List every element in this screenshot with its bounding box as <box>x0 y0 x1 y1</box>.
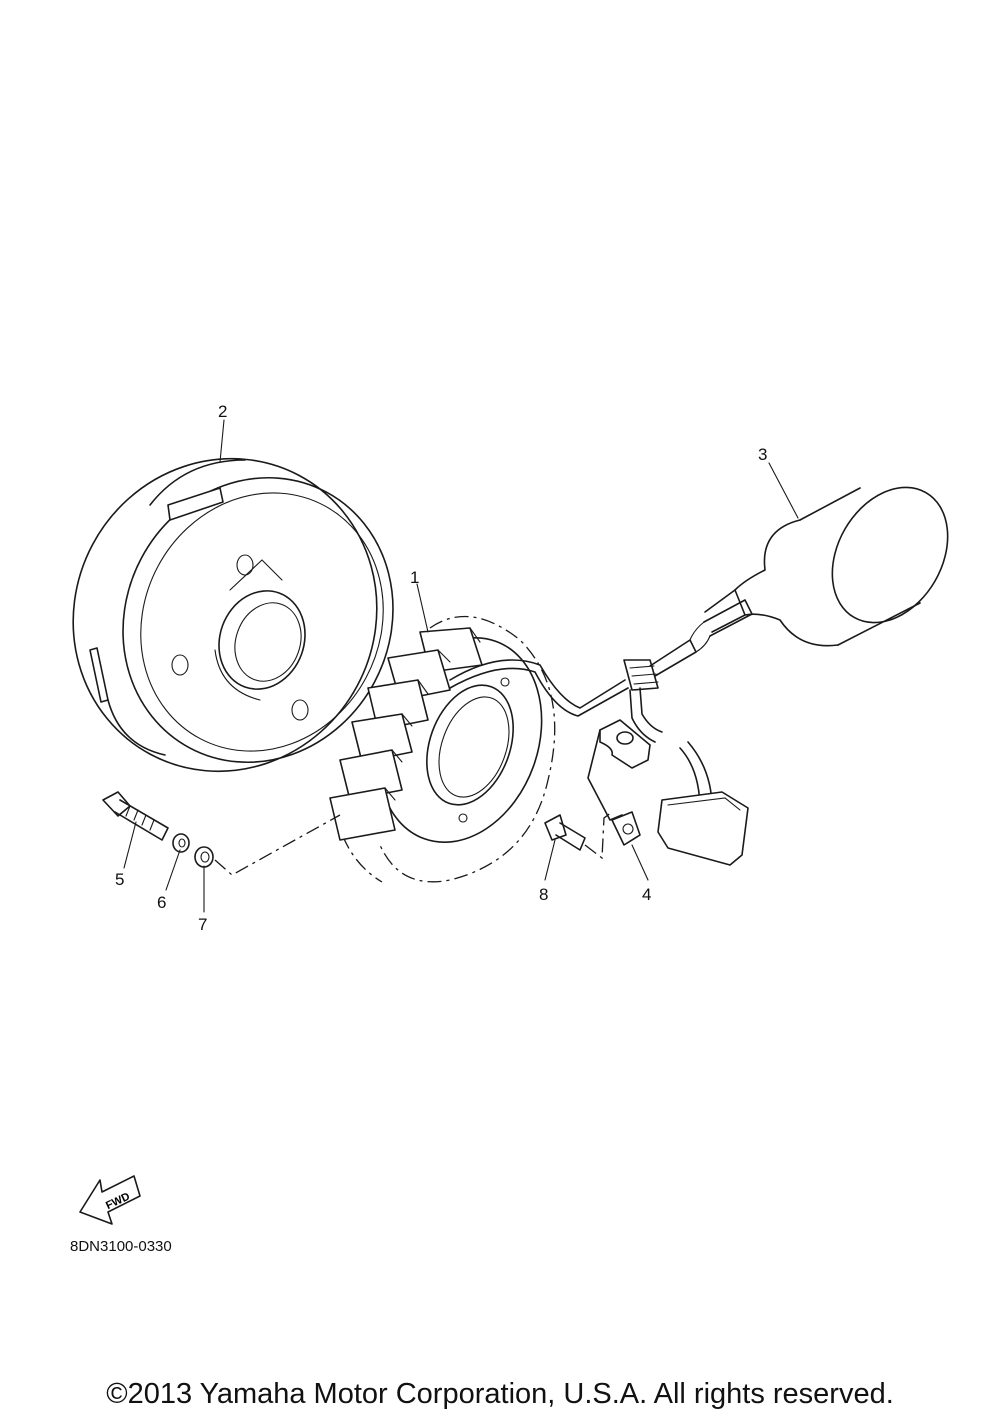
fwd-arrow-icon: FWD <box>79 1175 141 1225</box>
wire-connector <box>623 599 753 811</box>
callout-3: 3 <box>758 445 767 464</box>
callout-5: 5 <box>115 870 124 889</box>
callout-6: 6 <box>157 893 166 912</box>
grommet-cap <box>704 486 949 647</box>
washer-6 <box>172 833 190 853</box>
callout-2: 2 <box>218 402 227 421</box>
callout-1: 1 <box>410 568 419 587</box>
install-line-screw <box>584 811 613 860</box>
bolt-5 <box>102 791 169 841</box>
callout-8: 8 <box>539 885 548 904</box>
diagram-code: 8DN3100-0330 <box>70 1238 172 1255</box>
callout-7: 7 <box>198 915 207 934</box>
washer-7-hole <box>200 851 210 863</box>
stator-assembly <box>329 615 629 883</box>
copyright-notice: ©2013 Yamaha Motor Corporation, U.S.A. A… <box>106 1378 894 1410</box>
washer-6-hole <box>178 838 186 848</box>
pickup-coil-bracket <box>587 719 749 866</box>
leader-lines <box>123 419 799 913</box>
washer-7 <box>194 846 214 868</box>
callout-4: 4 <box>642 885 651 904</box>
screw-8 <box>544 814 586 851</box>
rotor-flywheel <box>72 457 394 773</box>
install-line-washers <box>214 814 341 876</box>
